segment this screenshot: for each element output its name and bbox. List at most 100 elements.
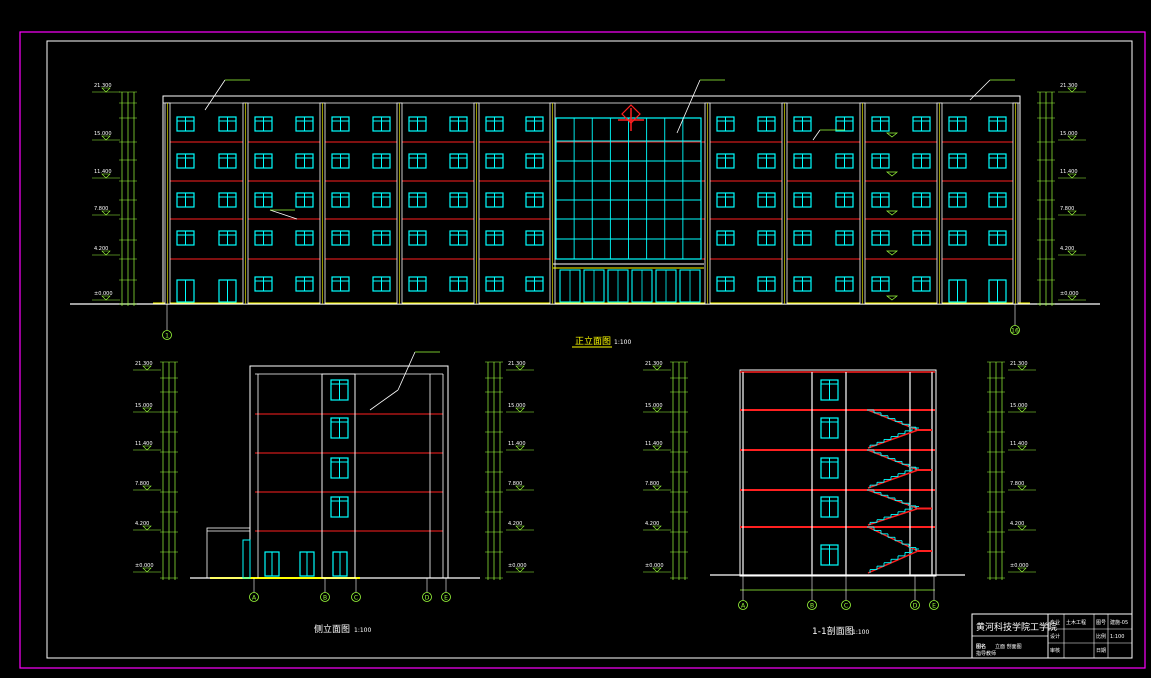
window	[988, 192, 1007, 208]
axis-circle	[807, 600, 817, 610]
level-text: ±0.000	[1060, 291, 1079, 297]
window	[820, 457, 839, 479]
tb-cell: 设计	[1050, 633, 1060, 640]
level-text: 4.200	[645, 521, 659, 527]
axis-label: C	[354, 595, 358, 602]
window	[871, 116, 890, 132]
window	[912, 276, 931, 292]
axis-circle	[738, 600, 748, 610]
window	[948, 116, 967, 132]
level-text: 11.400	[94, 169, 112, 175]
window	[793, 276, 812, 292]
axis-circle	[249, 592, 259, 602]
window	[912, 230, 931, 246]
level-triangle	[652, 445, 662, 451]
axis-circle	[910, 600, 920, 610]
axis-label: D	[913, 603, 918, 610]
level-mark	[886, 250, 898, 256]
entrance-doors	[559, 269, 701, 303]
axis-label: C	[844, 603, 848, 610]
window	[871, 230, 890, 246]
window	[793, 192, 812, 208]
tb-cell: 1:100	[1110, 634, 1124, 640]
door	[988, 279, 1007, 303]
axis-label: D	[425, 595, 430, 602]
window	[912, 192, 931, 208]
window	[408, 116, 427, 132]
window	[757, 116, 776, 132]
level-text: 21.300	[508, 361, 526, 367]
window	[331, 153, 350, 169]
window	[218, 230, 237, 246]
stair-slab	[867, 449, 919, 471]
window	[988, 230, 1007, 246]
window	[295, 192, 314, 208]
axis-circle	[841, 600, 851, 610]
axis-label: A	[252, 595, 257, 602]
front-elevation: 1 16	[70, 79, 1100, 340]
level-triangle	[652, 485, 662, 491]
level-text: 7.800	[1060, 206, 1074, 212]
window	[716, 192, 735, 208]
level-mark	[886, 295, 898, 301]
red-cross-emblem	[618, 104, 644, 131]
door	[218, 279, 237, 303]
window	[757, 230, 776, 246]
level-text: ±0.000	[135, 563, 154, 569]
sheet-outer-border	[19, 31, 1146, 669]
level-triangle	[142, 365, 152, 371]
level-triangle	[101, 295, 111, 301]
level-text: 4.200	[1060, 246, 1074, 252]
window	[408, 153, 427, 169]
curtain-wall	[555, 117, 702, 260]
level-triangle	[1067, 173, 1077, 179]
window	[449, 116, 468, 132]
window	[485, 230, 504, 246]
axis-label: E	[444, 595, 448, 602]
axis-circle	[929, 600, 939, 610]
window	[912, 153, 931, 169]
title-block-school: 黄河科技学院工学院	[976, 621, 1057, 633]
window	[331, 230, 350, 246]
level-triangle	[652, 365, 662, 371]
door	[176, 279, 195, 303]
window	[254, 230, 273, 246]
window	[716, 230, 735, 246]
window	[835, 116, 854, 132]
window	[716, 116, 735, 132]
window	[871, 192, 890, 208]
axis-label: 1	[165, 333, 169, 340]
stair-flights	[867, 409, 932, 574]
axis-bubble: C	[351, 592, 361, 602]
level-text: 15.000	[1060, 131, 1078, 137]
window	[449, 276, 468, 292]
level-triangle	[652, 407, 662, 413]
level-triangle	[515, 445, 525, 451]
level-text: 7.800	[1010, 481, 1024, 487]
window	[948, 192, 967, 208]
level-mark	[886, 210, 898, 216]
window	[820, 544, 839, 566]
window	[218, 192, 237, 208]
axis-bubble: 1	[162, 330, 172, 340]
window	[218, 153, 237, 169]
level-triangle	[142, 525, 152, 531]
level-triangle	[1067, 210, 1077, 216]
window	[254, 192, 273, 208]
window	[988, 116, 1007, 132]
window	[218, 116, 237, 132]
axis-label: 16	[1011, 328, 1019, 335]
window	[835, 153, 854, 169]
axis-bubble: 16	[1010, 325, 1020, 335]
window	[525, 153, 544, 169]
